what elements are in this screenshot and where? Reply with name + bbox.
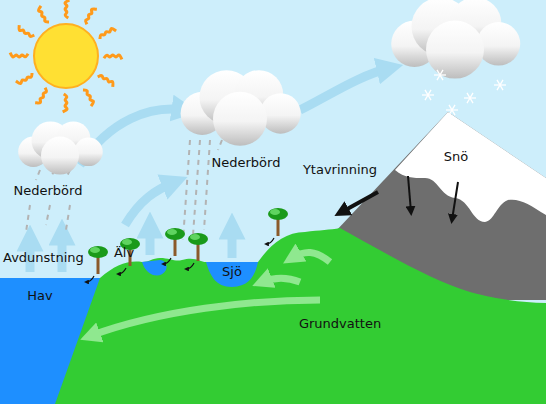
sun-ray [65,0,69,18]
snowflake [464,93,476,103]
tree [266,208,288,244]
snowflake [422,90,434,100]
lake [206,262,258,287]
part-label: Älv [114,246,134,260]
sun-ray [104,55,122,59]
sun [10,0,122,112]
tree [186,233,208,269]
river [142,260,167,276]
sun-ray [16,73,32,83]
snowflake [446,105,458,115]
ground-edge [0,404,546,414]
cloud [391,0,520,79]
sun-ray [83,90,93,106]
snowflake [434,70,446,80]
part-label: Sjö [222,265,242,279]
sea [0,278,100,404]
part-label: Nederbörd [212,156,281,170]
sun-ray [98,76,113,87]
sun-disc [34,24,98,88]
part-label: Hav [27,289,52,303]
sun-ray [86,9,97,24]
part-label: Avdunstning [3,251,84,265]
cloud [181,70,301,146]
land [0,228,546,404]
sun-ray [63,94,67,112]
part-label: Ytavrinning [303,163,377,177]
cloud [18,121,103,174]
snow-cap [395,112,546,222]
runoff-arrows [340,176,458,220]
sun-ray [100,29,116,39]
sun-ray [39,6,49,22]
snowflake [494,80,506,90]
sun-ray [35,88,46,103]
groundwater-arrows [90,252,330,336]
part-label: Nederbörd [14,184,83,198]
sun-ray [10,53,28,57]
tree [163,228,185,264]
tree [86,246,108,282]
generated-art [10,0,520,282]
sun-ray [19,25,34,36]
part-label: Snö [444,150,468,164]
part-label: Grundvatten [299,317,381,331]
